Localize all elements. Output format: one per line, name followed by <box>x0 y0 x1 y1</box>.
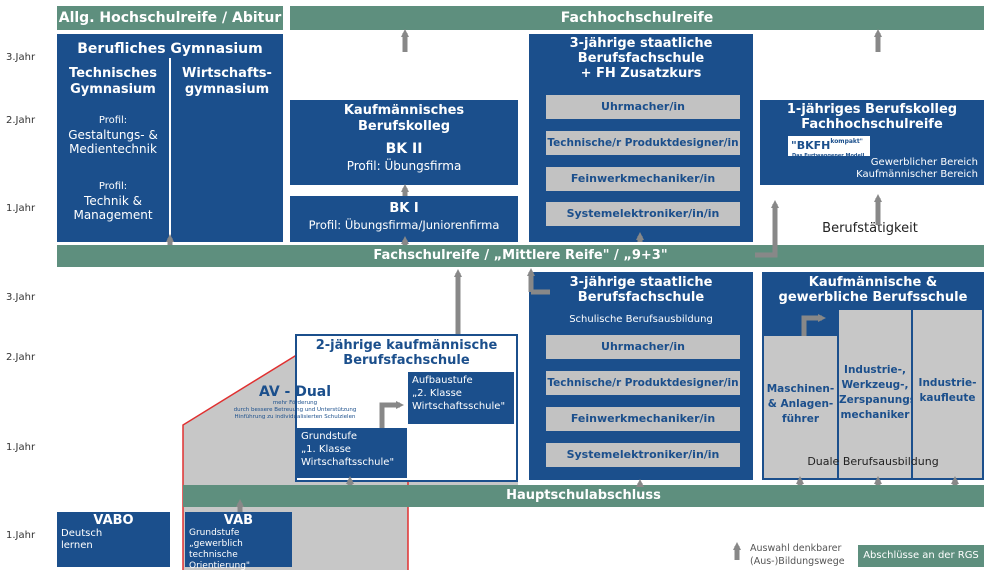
kgb-title: Kaufmännische &gewerbliche Berufsschule <box>778 275 968 305</box>
hauptschul-bar: Hauptschulabschluss <box>183 485 984 507</box>
wg-title: Wirtschafts-gymnasium <box>182 66 272 97</box>
bfs-subtitle: Schulische Berufsausbildung <box>569 314 713 325</box>
kgb-footer: Duale Berufsausbildung <box>807 455 939 468</box>
fhr-bar: Fachhochschulreife <box>290 6 984 30</box>
year-label-2: 2.Jahr <box>6 115 36 126</box>
kgb-col-maschinen: Maschinen-& Anlagen-führer <box>764 336 837 478</box>
legend-rgs: Abschlüsse an der RGS <box>858 545 984 567</box>
bk1-profil: Profil: Übungsfirma/Juniorenfirma <box>308 218 500 232</box>
bg-divider <box>169 58 171 242</box>
bfs-fh-item-feinwerk: Feinwerkmechaniker/in <box>546 167 740 191</box>
bfs-fh-item-system: Systemelektroniker/in/in <box>546 202 740 226</box>
kgb-col-industrie: Industrie-,Werkzeug-,Zerspanungs-mechani… <box>839 310 920 478</box>
year-label-1: 1.Jahr <box>6 203 36 214</box>
bk2-profil: Profil: Übungsfirma <box>346 159 462 173</box>
tg-profil-2: Profil: Technik &Management <box>73 181 153 222</box>
bfs-item-produktdesigner: Technische/r Produktdesigner/in <box>546 371 740 395</box>
year-label-3b: 3.Jahr <box>6 292 36 303</box>
bfs-fh-item-produktdesigner: Technische/r Produktdesigner/in <box>546 131 740 155</box>
vabo-title: VABO <box>93 513 134 528</box>
bfs-item-uhrmacher: Uhrmacher/in <box>546 335 740 359</box>
bfs-item-system: Systemelektroniker/in/in <box>546 443 740 467</box>
tg-profil-1: Profil: Gestaltungs- &Medientechnik <box>68 115 158 156</box>
bk2-label: BK II <box>385 141 423 157</box>
year-label-3: 3.Jahr <box>6 52 36 63</box>
mittlere-reife-bar: Fachschulreife / „Mittlere Reife" / „9+3… <box>57 245 984 267</box>
vab-title: VAB <box>223 513 254 528</box>
berufstaetigkeit-label: Berufstätigkeit <box>822 221 918 236</box>
abitur-bar: Allg. Hochschulreife / Abitur <box>57 6 283 30</box>
av-dual-title: AV - Dual <box>258 384 332 400</box>
bfs-item-feinwerk: Feinwerkmechaniker/in <box>546 407 740 431</box>
year-label-1b: 1.Jahr <box>6 442 36 453</box>
bfs-fh-item-uhrmacher: Uhrmacher/in <box>546 95 740 119</box>
bg-title: Berufliches Gymnasium <box>77 41 263 57</box>
bk1-label: BK I <box>389 201 419 216</box>
year-label-1c: 1.Jahr <box>6 530 36 541</box>
bk1-box: BK I Profil: Übungsfirma/Juniorenfirma <box>290 196 518 242</box>
bkfh-logo: "BKFHkompakt" Das Furtwangener Modell <box>788 136 870 159</box>
legend-arrow-text: Auswahl denkbarer(Aus-)Bildungswege <box>750 543 845 567</box>
kgb-col-kaufleute: Industrie-kaufleute <box>913 310 982 478</box>
year-label-2b: 2.Jahr <box>6 352 36 363</box>
